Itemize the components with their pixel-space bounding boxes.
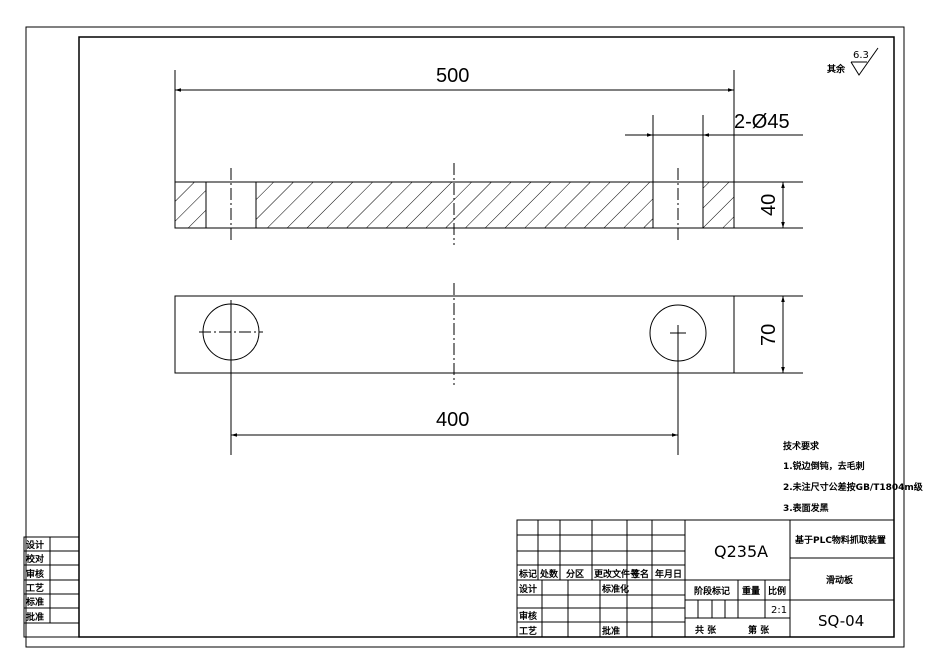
roughness-label: 其余 (827, 63, 846, 75)
dim-holes: 2-Ø45 (625, 111, 803, 182)
plan-view (174, 283, 735, 455)
tech-requirements: 技术要求 1.锐边倒钝，去毛刺 2.未注尺寸公差按GB/T1804m级 3.表面… (783, 440, 924, 514)
side-label: 批准 (26, 611, 44, 623)
scale-label: 比例 (768, 585, 786, 597)
weight-label: 重量 (742, 585, 760, 597)
header-signature: 签名 (630, 568, 649, 580)
tech-title: 技术要求 (783, 440, 820, 452)
dim-spacing: 400 (231, 409, 678, 437)
material: Q235A (714, 542, 768, 561)
section-view (174, 163, 735, 245)
inner-frame (78, 36, 895, 638)
stage-label: 阶段标记 (694, 585, 730, 597)
side-label: 校对 (26, 553, 44, 565)
dim-width-text: 70 (758, 324, 780, 346)
label-approve: 批准 (602, 625, 620, 637)
label-process: 工艺 (519, 625, 537, 637)
side-label: 审核 (26, 568, 44, 580)
dim-length-text: 500 (436, 65, 469, 87)
tech-item: 3.表面发黑 (783, 502, 829, 514)
outer-border (25, 26, 905, 648)
dim-thickness-text: 40 (758, 194, 780, 216)
dim-holes-text: 2-Ø45 (734, 111, 790, 133)
sheets-total: 共 张 (695, 624, 717, 636)
sheet-number: 第 张 (748, 624, 770, 636)
dim-spacing-text: 400 (436, 409, 469, 431)
dim-thickness: 40 (734, 181, 803, 229)
side-label: 设计 (26, 539, 44, 551)
side-label: 工艺 (26, 582, 44, 594)
title-block: 标记 处数 分区 更改文件号 签名 年月日 设计 标准化 审核 工艺 批准 Q2… (516, 519, 895, 638)
drawing-number: SQ-04 (818, 612, 864, 630)
label-design: 设计 (519, 583, 537, 595)
label-standardization: 标准化 (601, 583, 629, 595)
label-review: 审核 (519, 610, 537, 622)
roughness-symbol: 其余 6.3 (827, 47, 879, 76)
header-change-doc: 更改文件号 (594, 568, 639, 580)
tech-item: 1.锐边倒钝，去毛刺 (783, 460, 865, 472)
side-table: 设计 校对 审核 工艺 标准 批准 (23, 536, 80, 638)
header-mark: 标记 (518, 568, 537, 580)
dim-width: 70 (734, 295, 803, 374)
header-date: 年月日 (655, 568, 682, 580)
roughness-value: 6.3 (853, 50, 869, 61)
header-count: 处数 (539, 568, 559, 580)
part-name: 滑动板 (826, 574, 854, 586)
dim-length: 500 (174, 65, 735, 182)
header-zone: 分区 (566, 568, 584, 580)
side-label: 标准 (25, 596, 44, 608)
scale-value: 2:1 (771, 605, 787, 616)
project-title: 基于PLC物料抓取装置 (794, 534, 886, 546)
tech-item: 2.未注尺寸公差按GB/T1804m级 (783, 481, 924, 493)
